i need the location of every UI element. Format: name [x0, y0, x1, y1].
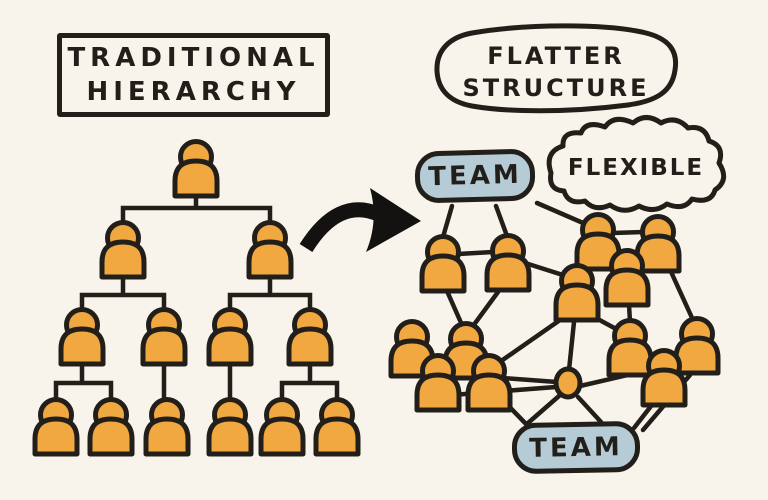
hub-node — [553, 366, 583, 400]
curved-right-arrow-icon — [299, 188, 421, 253]
flatter-structure-bubble-outline — [434, 23, 679, 114]
flexible-cloud-outline — [546, 115, 727, 213]
flexible-label: FLEXIBLE — [567, 155, 705, 181]
team-badge-top: TEAM — [414, 148, 536, 204]
network-people — [391, 215, 718, 411]
network — [391, 200, 718, 433]
title-line-1: TRADITIONAL — [67, 43, 320, 73]
title-line-2: HIERARCHY — [86, 77, 301, 107]
org-tree-connectors — [53, 193, 340, 401]
org-tree — [35, 142, 358, 455]
traditional-hierarchy-title-box: TRADITIONAL HIERARCHY — [57, 33, 330, 117]
bubble-line-1: FLATTER — [487, 42, 625, 70]
bubble-line-2: STRUCTURE — [462, 74, 650, 102]
flatter-structure-title: FLATTER STRUCTURE — [440, 32, 672, 112]
team-badge-bottom: TEAM — [511, 420, 641, 475]
